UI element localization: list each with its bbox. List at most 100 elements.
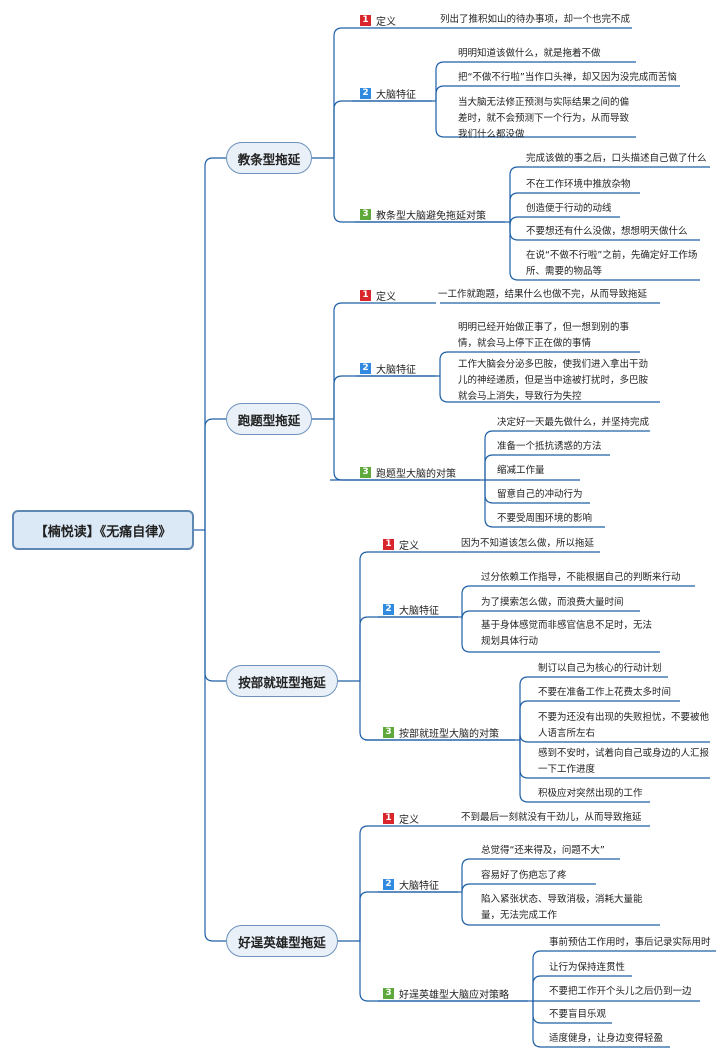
- definition-text: 因为不知道该怎么做，所以拖延: [461, 538, 595, 549]
- branch-doctrinal-procrastination[interactable]: 教条型拖延: [226, 142, 312, 174]
- strategy-item: 感到不安时，试着向自己或身边的人汇报一下工作进度: [538, 748, 710, 775]
- strategy-1-connector-link: [484, 430, 650, 480]
- badge-3-icon: 3: [360, 208, 371, 220]
- branch-1-connector-link: [333, 375, 436, 419]
- brain-trait-item: 当大脑无法修正预测与实际结果之间的偏差时，就不会预测下一个行为，从而导致我们什么…: [458, 97, 630, 140]
- brain-0-connector-link: [435, 85, 680, 101]
- strategy-item: 缩减工作量: [497, 465, 545, 476]
- strategy-1-connector-link: [484, 454, 610, 480]
- branch-0-connector-link: [333, 27, 432, 158]
- brain-traits-node[interactable]: 2 大脑特征: [383, 876, 439, 892]
- definition-node[interactable]: 1 定义: [360, 287, 396, 303]
- strategy-item: 积极应对突然出现的工作: [538, 788, 643, 799]
- badge-3-icon: 3: [383, 987, 394, 999]
- definition-node[interactable]: 1 定义: [383, 810, 419, 826]
- strategy-item: 让行为保持连贯性: [549, 962, 626, 973]
- strategy-label: 按部就班型大脑的对策: [399, 728, 499, 740]
- badge-3-icon: 3: [383, 726, 394, 738]
- definition-label: 定义: [399, 814, 419, 826]
- brain-2-connector-link: [461, 617, 660, 653]
- strategy-item: 不要受周围环境的影响: [497, 513, 593, 524]
- strategy-2-connector-link: [519, 700, 680, 740]
- brain-1-connector-link: [439, 351, 640, 376]
- brain-trait-item: 陷入紧张状态、导致消极，消耗大量能量，无法完成工作: [481, 894, 643, 921]
- branch-hero-procrastination[interactable]: 好逞英雄型拖延: [226, 925, 338, 957]
- badge-1-icon: 1: [383, 538, 394, 550]
- badge-3-icon: 3: [360, 466, 371, 478]
- root-connector-link: [204, 418, 226, 530]
- brain-1-connector-link: [439, 376, 660, 403]
- branch-0-connector-link: [333, 100, 432, 158]
- badge-2-icon: 2: [383, 603, 394, 615]
- strategy-item: 不要为还没有出现的失败担忧，不要被他人语言所左右: [538, 712, 710, 739]
- strategy-0-connector-link: [509, 222, 700, 281]
- strategy-item: 留意自己的冲动行为: [497, 489, 583, 500]
- strategy-item: 完成该做的事之后，口头描述自己做了什么: [526, 153, 707, 164]
- root-connector-link: [204, 530, 226, 682]
- strategy-item: 适度健身，让身边变得轻盈: [549, 1033, 664, 1044]
- branch-3-connector-link: [359, 825, 458, 941]
- brain-0-connector-link: [435, 101, 636, 138]
- root-connector-link: [204, 157, 226, 530]
- brain-3-connector-link: [461, 883, 596, 893]
- badge-2-icon: 2: [360, 362, 371, 374]
- strategy-item: 决定好一天最先做什么，并坚持完成: [497, 417, 650, 428]
- strategy-2-connector-link: [519, 740, 650, 803]
- strategy-0-connector-link: [509, 192, 640, 222]
- branch-off-topic-procrastination[interactable]: 跑题型拖延: [226, 403, 312, 435]
- definition-text: 列出了推积如山的待办事项，却一个也完不成: [440, 14, 631, 25]
- definition-label: 定义: [376, 16, 396, 28]
- strategy-item: 准备一个抵抗诱惑的方法: [497, 441, 602, 452]
- brain-traits-label: 大脑特征: [399, 880, 439, 892]
- strategy-node[interactable]: 3 按部就班型大脑的对策: [383, 724, 499, 740]
- branch-3-connector-link: [359, 891, 458, 941]
- definition-text: 一工作就跑题，结果什么也做不完，从而导致拖延: [438, 289, 648, 300]
- definition-text: 不到最后一刻就没有干劲儿，从而导致拖延: [461, 812, 642, 823]
- brain-3-connector-link: [461, 858, 620, 892]
- brain-trait-item: 容易好了伤疤忘了疼: [481, 870, 567, 881]
- brain-traits-node[interactable]: 2 大脑特征: [360, 360, 416, 376]
- strategy-item: 不要盲目乐观: [549, 1009, 607, 1020]
- branch-step-by-step-procrastination[interactable]: 按部就班型拖延: [226, 665, 338, 697]
- badge-1-icon: 1: [360, 289, 371, 301]
- brain-trait-item: 明明已经开始做正事了，但一想到别的事情，就会马上停下正在做的事情: [458, 322, 630, 349]
- badge-2-icon: 2: [383, 878, 394, 890]
- strategy-node[interactable]: 3 好逞英雄型大脑应对策略: [383, 985, 509, 1001]
- definition-node[interactable]: 1 定义: [383, 536, 419, 552]
- branch-3-connector-link: [359, 941, 528, 1002]
- strategy-item: 不要把工作开个头儿之后仍到一边: [549, 986, 692, 997]
- brain-traits-node[interactable]: 2 大脑特征: [360, 85, 416, 101]
- strategy-item: 在说“不做不行啦”之前，先确定好工作场所、需要的物品等: [526, 250, 698, 277]
- strategy-2-connector-link: [519, 676, 668, 740]
- brain-2-connector-link: [461, 585, 695, 617]
- definition-node[interactable]: 1 定义: [360, 12, 396, 28]
- strategy-3-connector-link: [532, 975, 632, 1001]
- strategy-item: 制订以自己为核心的行动计划: [538, 663, 662, 674]
- strategy-item: 事前预估工作用时，事后记录实际用时: [549, 937, 711, 948]
- strategy-1-connector-link: [484, 480, 605, 528]
- brain-trait-item: 总觉得“还来得及，问题不大”: [481, 845, 605, 856]
- brain-trait-item: 为了摸索怎么做，而浪费大量时间: [481, 597, 624, 608]
- definition-label: 定义: [399, 540, 419, 552]
- strategy-label: 好逞英雄型大脑应对策略: [399, 989, 509, 1001]
- strategy-node[interactable]: 3 教条型大脑避免拖延对策: [360, 206, 486, 222]
- badge-2-icon: 2: [360, 87, 371, 99]
- brain-traits-label: 大脑特征: [376, 364, 416, 376]
- branch-2-connector-link: [359, 551, 458, 681]
- definition-label: 定义: [376, 291, 396, 303]
- strategy-3-connector-link: [532, 1001, 670, 1048]
- strategy-3-connector-link: [532, 950, 716, 1001]
- root-connector-link: [204, 530, 226, 942]
- strategy-item: 创造便于行动的动线: [526, 203, 612, 214]
- badge-1-icon: 1: [360, 14, 371, 26]
- root-node[interactable]: 【楠悦读】《无痛自律》: [12, 510, 194, 550]
- strategy-item: 不要在准备工作上花费太多时间: [538, 687, 672, 698]
- strategy-label: 教条型大脑避免拖延对策: [376, 210, 486, 222]
- badge-1-icon: 1: [383, 812, 394, 824]
- brain-3-connector-link: [461, 892, 660, 926]
- brain-trait-item: 过分依赖工作指导，不能根据自己的判断来行动: [481, 572, 681, 583]
- brain-traits-label: 大脑特征: [376, 89, 416, 101]
